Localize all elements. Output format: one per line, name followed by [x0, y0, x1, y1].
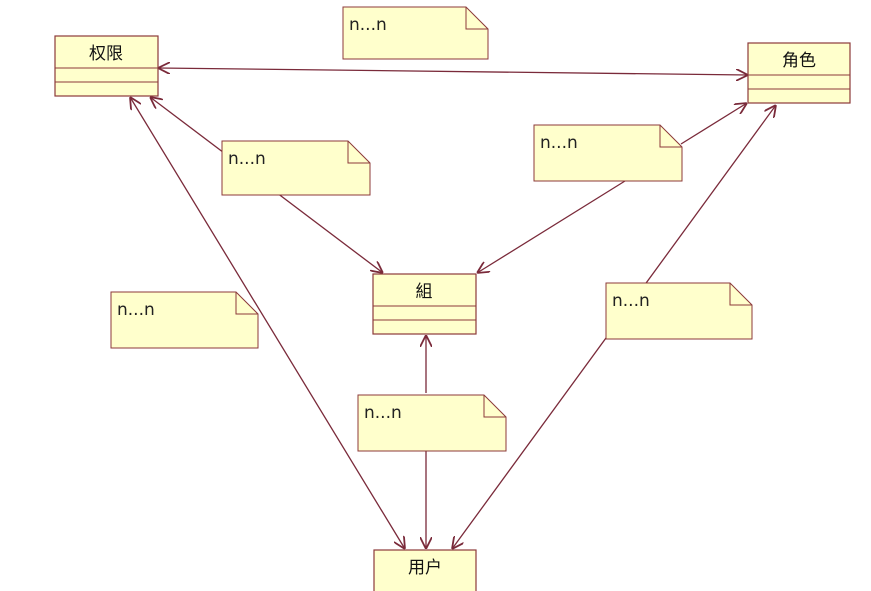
classes: 权限 角色 組 用户 — [54, 35, 851, 591]
note-permission-role: n...n — [342, 6, 489, 60]
note-role-group-text: n...n — [540, 133, 578, 153]
association-permission-role — [158, 68, 748, 75]
note-group-user: n...n — [357, 394, 507, 452]
note-role-user-text: n...n — [612, 291, 650, 311]
class-role[interactable]: 角色 — [747, 42, 851, 104]
class-group-name: 組 — [416, 282, 433, 302]
notes: n...n n...n n...n n...n n...n n...n — [110, 6, 753, 452]
class-user[interactable]: 用户 — [373, 549, 477, 591]
class-permission[interactable]: 权限 — [54, 35, 159, 97]
class-role-name: 角色 — [782, 51, 816, 71]
class-user-name: 用户 — [408, 558, 442, 578]
association-role-note-segment — [680, 103, 747, 145]
note-group-user-text: n...n — [364, 403, 402, 423]
note-permission-user: n...n — [110, 291, 259, 349]
note-permission-user-text: n...n — [117, 300, 155, 320]
association-permission-user — [130, 97, 405, 549]
note-permission-role-text: n...n — [349, 15, 387, 35]
note-permission-group-text: n...n — [228, 149, 266, 169]
class-permission-name: 权限 — [89, 44, 123, 64]
note-role-user: n...n — [605, 282, 753, 340]
class-group[interactable]: 組 — [372, 273, 477, 335]
association-role-group — [477, 180, 626, 273]
note-role-group: n...n — [533, 124, 683, 182]
note-permission-group: n...n — [221, 140, 371, 196]
